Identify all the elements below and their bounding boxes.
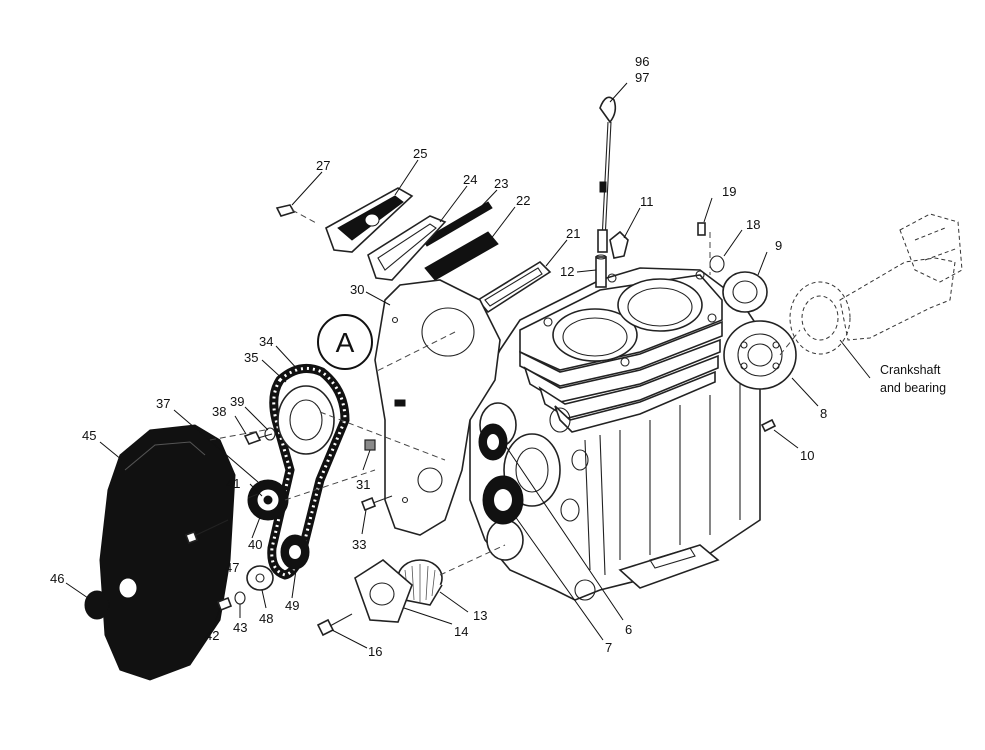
- screw-27: [275, 204, 319, 225]
- washer-39: [264, 427, 276, 441]
- plate-30: [374, 279, 501, 536]
- label-12: 12: [560, 264, 574, 279]
- plate-22: [424, 231, 499, 281]
- label-22: 22: [516, 193, 530, 208]
- callout-a: A: [317, 314, 373, 370]
- label-35: 35: [244, 350, 258, 365]
- label-48: 48: [259, 611, 273, 626]
- cover-25: [325, 187, 414, 253]
- seal-6: [478, 423, 508, 461]
- label-30: 30: [350, 282, 364, 297]
- snap-ring-18: [709, 255, 725, 273]
- label-33: 33: [352, 537, 366, 552]
- cover-45: [99, 424, 236, 681]
- label-42: 42: [205, 628, 219, 643]
- label-49: 49: [285, 598, 299, 613]
- label-16: 16: [368, 644, 382, 659]
- label-18: 18: [746, 217, 760, 232]
- label-47: 47: [225, 560, 239, 575]
- bearing-8: [723, 320, 797, 390]
- label-38: 38: [212, 404, 226, 419]
- fastener-31: [364, 439, 376, 451]
- label-96: 96: [635, 54, 649, 69]
- bolt-38: [243, 431, 273, 445]
- crankshaft-note-line2: and bearing: [880, 381, 946, 395]
- bolt-33: [360, 495, 393, 512]
- label-10: 10: [800, 448, 814, 463]
- part-number-labels: 96 97 25 27 24 23 22 11 19 18 9 21 12 30…: [50, 54, 946, 659]
- label-27: 27: [316, 158, 330, 173]
- nut-42-43: [216, 591, 246, 612]
- label-19: 19: [722, 184, 736, 199]
- callout-letter: A: [336, 327, 355, 358]
- leader-lines: [65, 82, 871, 649]
- label-7: 7: [605, 640, 612, 655]
- tube-12: [595, 254, 607, 288]
- label-13: 13: [473, 608, 487, 623]
- label-39: 39: [230, 394, 244, 409]
- gasket-21: [476, 260, 552, 314]
- gasket-14: [354, 559, 413, 623]
- label-21: 21: [566, 226, 580, 241]
- label-24: 24: [463, 172, 477, 187]
- label-14: 14: [454, 624, 468, 639]
- label-25: 25: [413, 146, 427, 161]
- crankshaft-note-line1: Crankshaft: [880, 363, 941, 377]
- label-23: 23: [494, 176, 508, 191]
- label-40: 40: [248, 537, 262, 552]
- label-9: 9: [775, 238, 782, 253]
- label-45: 45: [82, 428, 96, 443]
- label-41: 41: [226, 476, 240, 491]
- label-6: 6: [625, 622, 632, 637]
- gasket-24: [367, 215, 447, 281]
- label-8: 8: [820, 406, 827, 421]
- label-31: 31: [356, 477, 370, 492]
- stud-10: [760, 418, 777, 433]
- crankshaft-and-bearing: [789, 213, 963, 355]
- cap-46: [84, 590, 110, 620]
- label-97: 97: [635, 70, 649, 85]
- label-34: 34: [259, 334, 273, 349]
- pulley-49: [280, 534, 310, 570]
- pin-19: [697, 222, 706, 236]
- breather-11: [609, 230, 629, 259]
- cylinder-block: [469, 267, 761, 601]
- dipstick: [597, 96, 617, 253]
- bolt-47: [184, 519, 229, 545]
- assembly-lines: [209, 232, 801, 576]
- label-37: 37: [156, 396, 170, 411]
- seal-7: [482, 475, 524, 525]
- label-43: 43: [233, 620, 247, 635]
- label-11: 11: [640, 194, 654, 209]
- label-46: 46: [50, 571, 64, 586]
- pulley-35: [277, 385, 335, 455]
- idler-pulley: [247, 479, 289, 521]
- washer-48: [246, 565, 274, 591]
- bearing-9: [722, 271, 768, 313]
